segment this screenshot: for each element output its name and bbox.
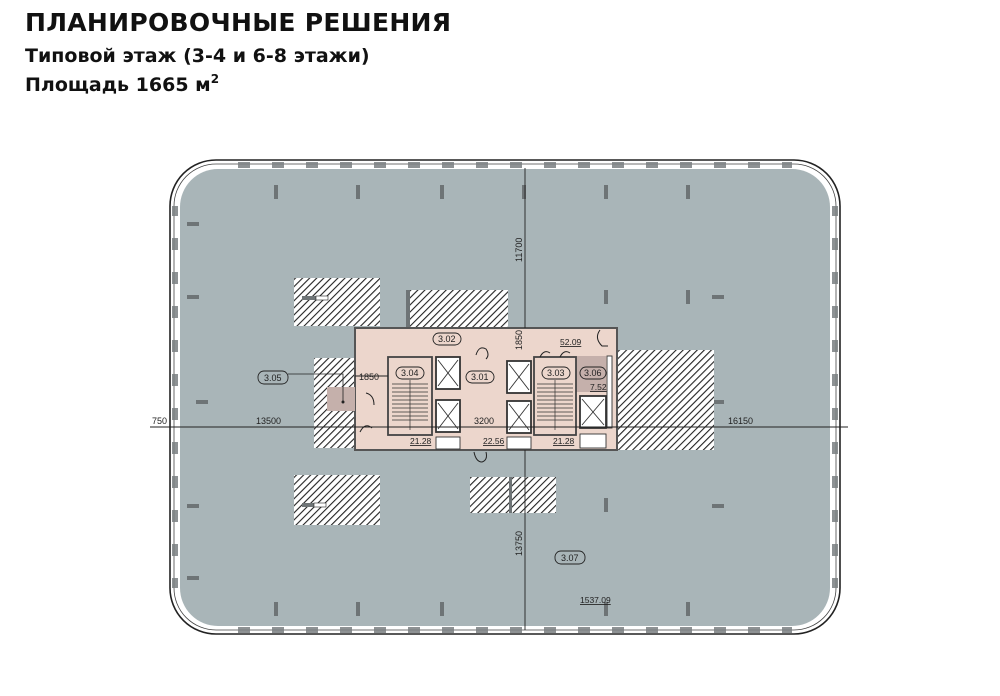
svg-text:16150: 16150 [728, 416, 753, 426]
elevator-right [579, 355, 613, 449]
floor-subtitle: Типовой этаж (3-4 и 6-8 этажи) [25, 45, 370, 67]
shaft-top-mid [410, 290, 508, 328]
svg-text:21.28: 21.28 [410, 436, 432, 446]
svg-text:3.06: 3.06 [584, 368, 602, 378]
room-tags: 3.02 52.09 3.04 21.28 3.01 22.56 3.03 21… [257, 332, 611, 605]
svg-text:1850: 1850 [359, 372, 379, 382]
svg-text:21.28: 21.28 [553, 436, 575, 446]
dimension-lines [150, 168, 848, 630]
shaft-bottom-left [294, 475, 380, 525]
svg-text:3200: 3200 [474, 416, 494, 426]
svg-text:3.03: 3.03 [547, 368, 565, 378]
shaft-right [616, 350, 714, 450]
page-title: ПЛАНИРОВОЧНЫЕ РЕШЕНИЯ [25, 8, 452, 37]
svg-text:7.52: 7.52 [590, 382, 607, 392]
svg-text:13500: 13500 [256, 416, 281, 426]
dimension-labels: 750 13500 16150 3200 1850 11700 13750 18… [152, 238, 753, 556]
structural-columns [187, 185, 724, 616]
svg-text:3.07: 3.07 [561, 553, 579, 563]
svg-text:52.09: 52.09 [560, 337, 582, 347]
svg-text:13750: 13750 [514, 531, 524, 556]
svg-text:1850: 1850 [514, 330, 524, 350]
svg-text:3.04: 3.04 [401, 368, 419, 378]
building-core [327, 327, 618, 463]
elevator-mid [506, 360, 532, 450]
shaft-bottom-mid [470, 477, 556, 513]
svg-text:11700: 11700 [514, 238, 524, 262]
svg-text:3.05: 3.05 [264, 373, 282, 383]
door-swings [359, 329, 608, 463]
svg-text:22.56: 22.56 [483, 436, 505, 446]
svg-text:3.02: 3.02 [438, 334, 456, 344]
svg-text:750: 750 [152, 416, 167, 426]
svg-text:3.01: 3.01 [471, 372, 489, 382]
shaft-top-left [294, 278, 380, 326]
floor-area: Площадь 1665 м2 [25, 72, 220, 96]
svg-text:1537.09: 1537.09 [580, 595, 611, 605]
